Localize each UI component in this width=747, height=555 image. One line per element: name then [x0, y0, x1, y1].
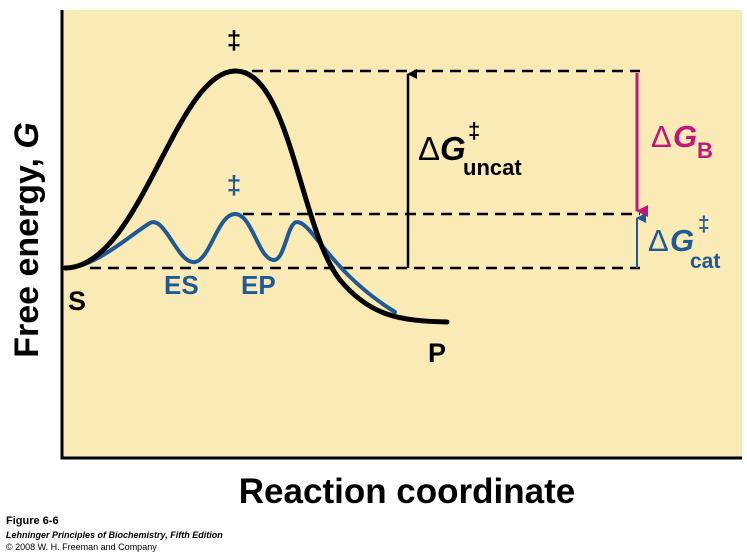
x-axis-label: Reaction coordinate [239, 472, 575, 511]
catalyzed-curve [63, 211, 397, 314]
binding-var: G [673, 119, 697, 154]
figure-number: Figure 6-6 [6, 515, 59, 527]
y-axis-label: Free energy, G [8, 122, 46, 358]
book-title: Lehninger Principles of Biochemistry, Fi… [6, 530, 223, 540]
uncat-delta: Δ [418, 130, 440, 167]
y-axis-label-var: G [8, 122, 46, 148]
binding-delta: Δ [651, 119, 672, 154]
product-label: P [428, 338, 446, 368]
transition-state-uncat: ‡ [227, 25, 241, 55]
cat-delta: Δ [648, 223, 669, 258]
cat-sup: ‡ [698, 213, 710, 236]
uncat-sup: ‡ [468, 118, 480, 143]
plot-panel [62, 10, 742, 458]
cat-var: G [670, 223, 694, 258]
transition-state-cat: ‡ [227, 170, 241, 200]
substrate-label: S [68, 286, 86, 316]
uncat-var: G [440, 130, 466, 167]
cat-energy-label: Δ G ‡ cat [648, 213, 720, 273]
y-axis-label-text: Free energy, [8, 149, 46, 358]
binding-sub: B [697, 138, 713, 163]
ep-complex-label: EP [241, 270, 276, 300]
binding-energy-label: Δ G B [651, 119, 713, 163]
axes-frame [60, 10, 742, 460]
uncatalyzed-curve [62, 68, 450, 325]
cat-sub: cat [690, 250, 720, 273]
uncat-energy-label: Δ G ‡ uncat [418, 118, 522, 180]
reference-lines [90, 69, 640, 270]
copyright-notice: © 2008 W. H. Freeman and Company [6, 542, 157, 552]
es-complex-label: ES [164, 270, 199, 300]
uncat-sub: uncat [463, 155, 522, 180]
